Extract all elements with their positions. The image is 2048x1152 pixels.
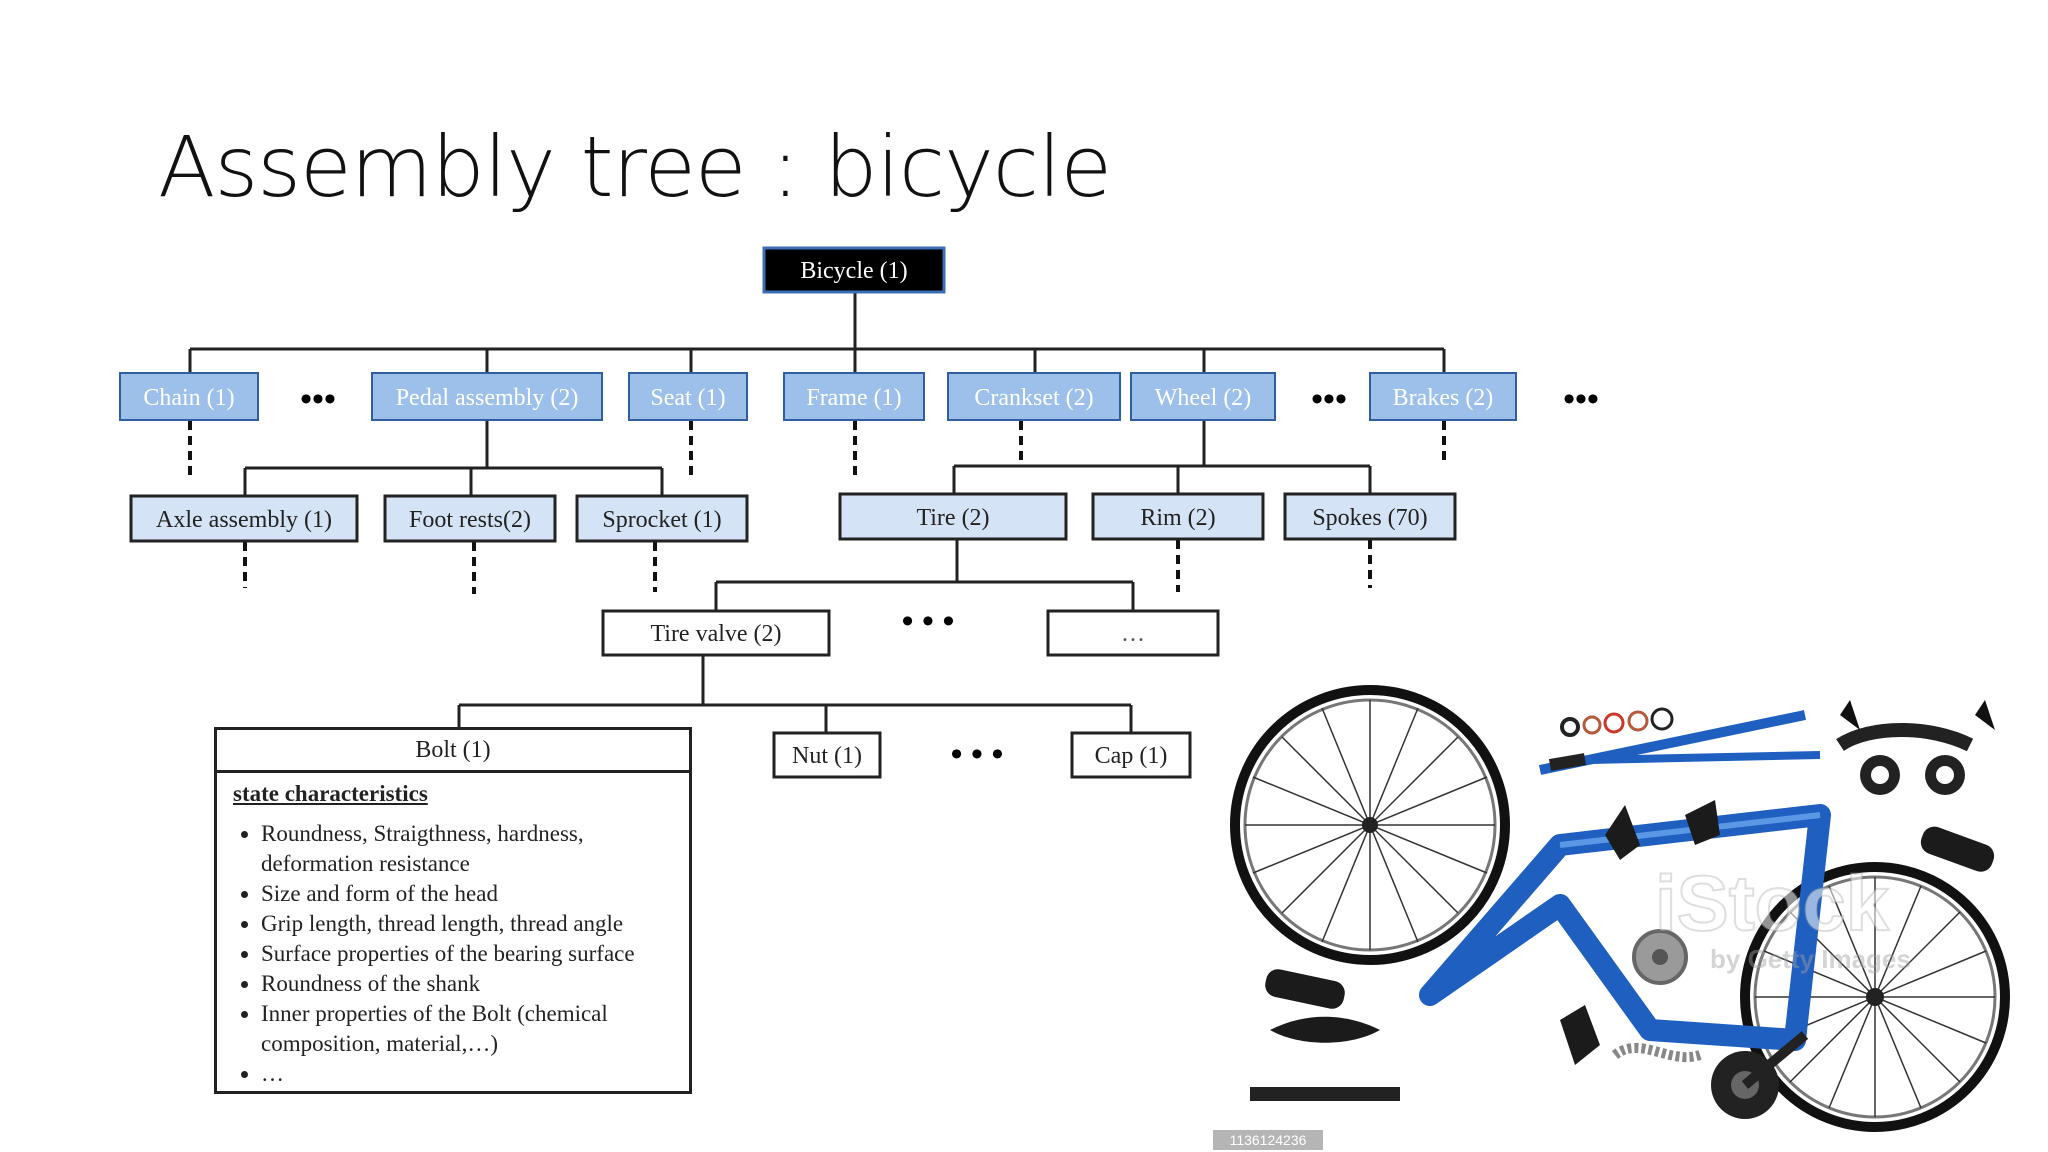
node-pedal-assembly: Pedal assembly (2) — [371, 372, 603, 421]
assembly-tree-diagram: Bicycle (1) Chain (1) Pedal assembly (2)… — [119, 246, 1599, 779]
svg-text:Frame (1): Frame (1) — [806, 385, 901, 411]
front-wheel-image — [1230, 685, 1510, 965]
ellipsis-tire-children: • • • — [902, 603, 955, 640]
node-tire-other: … — [1046, 609, 1220, 657]
rear-wheel-image — [1740, 862, 2010, 1132]
svg-text:Pedal assembly (2): Pedal assembly (2) — [396, 385, 579, 411]
bolt-state-characteristics-panel: Bolt (1) state characteristics Roundness… — [214, 727, 692, 1094]
node-crankset: Crankset (2) — [947, 372, 1121, 421]
node-brakes: Brakes (2) — [1369, 372, 1517, 421]
svg-text:Nut (1): Nut (1) — [792, 743, 862, 769]
seatpost-image — [1250, 1087, 1400, 1101]
chain-image — [1611, 1042, 1702, 1063]
bolt-panel-subtitle: state characteristics — [233, 781, 428, 806]
node-tire-valve: Tire valve (2) — [601, 609, 831, 657]
cassette-image — [1632, 929, 1688, 985]
node-cap: Cap (1) — [1070, 731, 1192, 779]
ellipsis-level1-a: ••• — [300, 381, 336, 418]
list-item: Roundness, Straigthness, hardness, defor… — [261, 819, 689, 879]
node-spokes: Spokes (70) — [1283, 492, 1457, 541]
svg-text:…: … — [1121, 621, 1145, 647]
node-rim: Rim (2) — [1091, 492, 1265, 541]
fork-image — [1538, 710, 1821, 775]
list-item: Size and form of the head — [261, 879, 689, 909]
stock-image-id: 1136124236 — [1213, 1130, 1323, 1150]
node-frame: Frame (1) — [783, 372, 925, 421]
bolt-panel-title: Bolt (1) — [217, 730, 689, 773]
saddle-image — [1270, 1016, 1380, 1043]
node-chain: Chain (1) — [119, 372, 259, 421]
list-item: Inner properties of the Bolt (chemical c… — [261, 999, 689, 1059]
svg-text:Axle assembly (1): Axle assembly (1) — [156, 507, 332, 533]
node-axle-assembly: Axle assembly (1) — [129, 494, 359, 543]
node-bicycle: Bicycle (1) — [762, 246, 946, 294]
ellipsis-level1-c: ••• — [1563, 381, 1599, 418]
slide-title: Assembly tree : bicycle — [158, 118, 1112, 216]
ellipsis-level1-b: ••• — [1311, 381, 1347, 418]
svg-text:Bicycle (1): Bicycle (1) — [800, 258, 907, 284]
node-seat: Seat (1) — [628, 372, 748, 421]
svg-text:Tire valve (2): Tire valve (2) — [650, 621, 781, 647]
svg-text:Wheel (2): Wheel (2) — [1155, 385, 1252, 411]
list-item: Grip length, thread length, thread angle — [261, 909, 689, 939]
svg-text:Spokes (70): Spokes (70) — [1312, 505, 1427, 531]
svg-text:Seat (1): Seat (1) — [650, 385, 725, 411]
svg-text:Chain (1): Chain (1) — [143, 385, 234, 411]
grip-image — [1265, 826, 1995, 1009]
svg-text:Tire (2): Tire (2) — [916, 505, 989, 531]
node-wheel: Wheel (2) — [1130, 372, 1276, 421]
derailleur-image — [1560, 1005, 1600, 1065]
crankset-image — [1711, 1031, 1809, 1119]
svg-text:Rim (2): Rim (2) — [1140, 505, 1215, 531]
ellipsis-valve-children: • • • — [951, 736, 1004, 773]
node-tire: Tire (2) — [838, 492, 1068, 541]
handlebar-image — [1836, 700, 1995, 795]
bearings-image — [1560, 707, 1674, 737]
bolt-characteristics-list: Roundness, Straigthness, hardness, defor… — [217, 819, 689, 1089]
svg-text:Foot rests(2): Foot rests(2) — [409, 507, 531, 533]
tree-edges — [188, 288, 1446, 733]
node-sprocket: Sprocket (1) — [575, 494, 749, 543]
list-item: Surface properties of the bearing surfac… — [261, 939, 689, 969]
watermark-subtitle: by Getty Images — [1710, 944, 1911, 974]
list-item: … — [261, 1059, 689, 1089]
tree-dashed-edges — [188, 421, 1446, 594]
svg-text:Cap (1): Cap (1) — [1095, 743, 1168, 769]
node-foot-rests: Foot rests(2) — [383, 494, 557, 543]
node-nut: Nut (1) — [772, 731, 882, 779]
svg-text:Brakes (2): Brakes (2) — [1393, 385, 1494, 411]
svg-text:Sprocket (1): Sprocket (1) — [602, 507, 721, 533]
list-item: Roundness of the shank — [261, 969, 689, 999]
svg-text:Crankset (2): Crankset (2) — [974, 385, 1093, 411]
watermark-logo: iStock — [1655, 859, 1890, 947]
brake-caliper-image — [1605, 800, 1720, 860]
bicycle-parts-photo: iStock by Getty Images — [1230, 685, 2010, 1132]
